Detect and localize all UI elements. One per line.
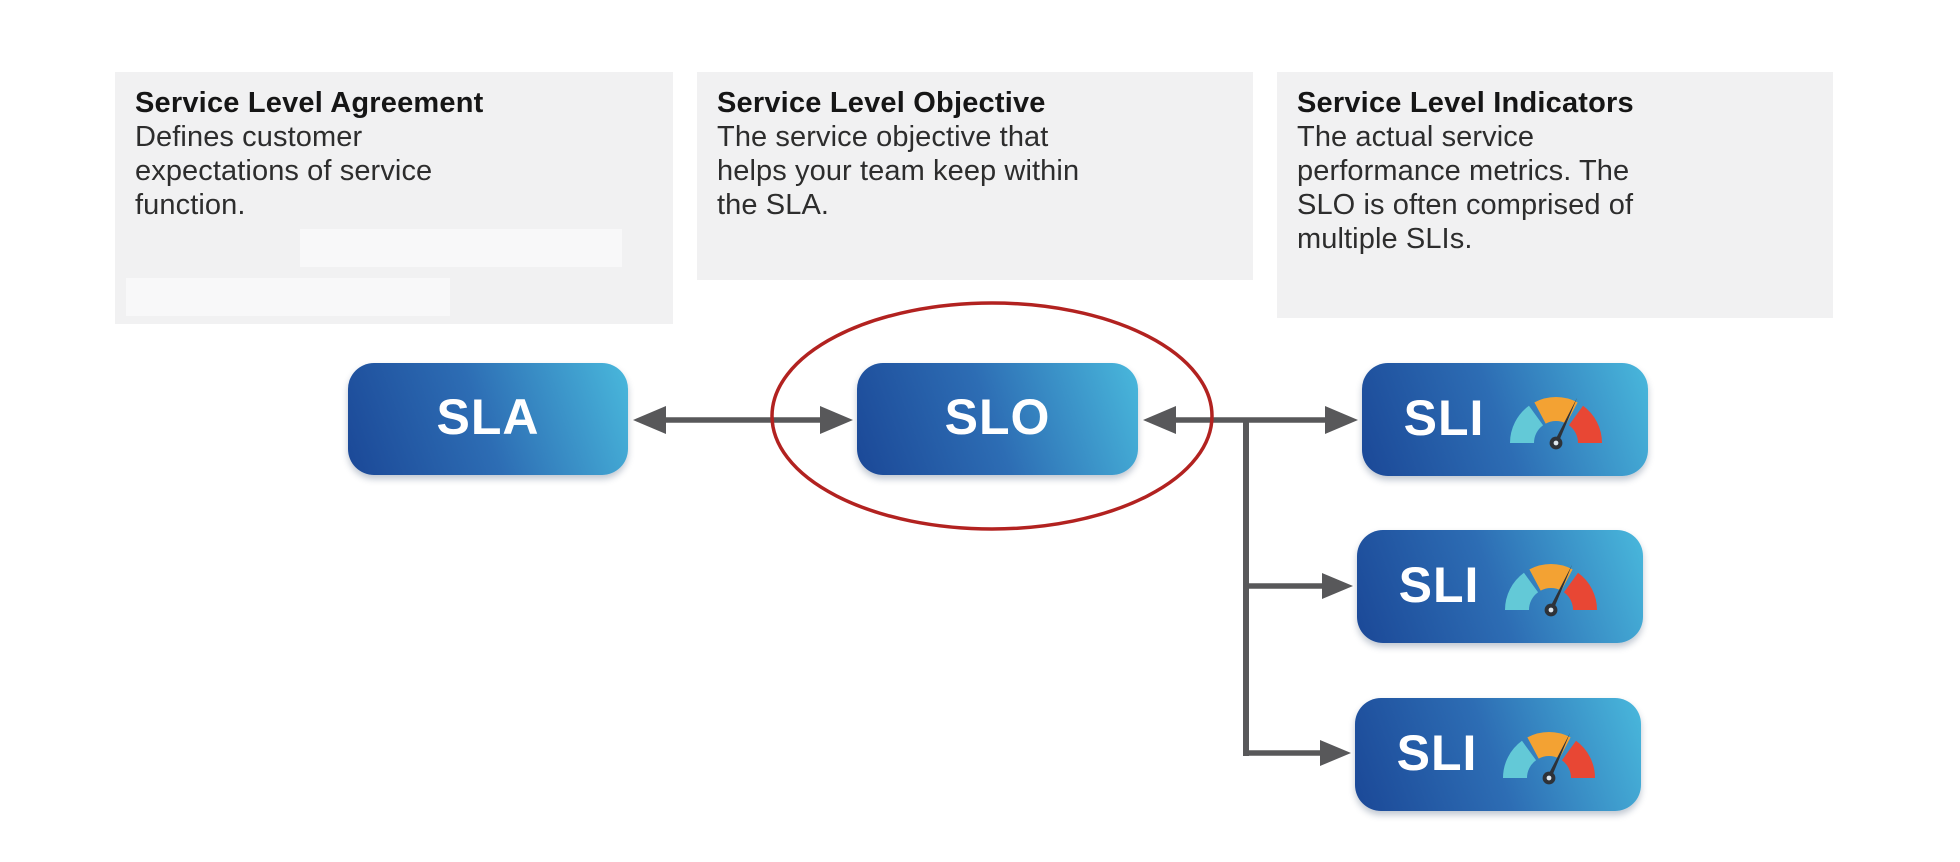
card-title: Service Level Indicators bbox=[1297, 87, 1634, 119]
node-sli-label: SLI bbox=[1396, 724, 1478, 781]
gauge-segment-red bbox=[1564, 572, 1598, 610]
arrowhead-left-icon bbox=[633, 406, 666, 434]
gauge-hub-center bbox=[1553, 440, 1559, 445]
arrowhead-left-icon bbox=[1143, 406, 1176, 434]
gauge-hub-center bbox=[1548, 607, 1554, 612]
node-sla: SLA bbox=[348, 363, 628, 475]
connector-slo-to-slis bbox=[1143, 406, 1358, 766]
node-slo: SLO bbox=[857, 363, 1138, 475]
gauge-meter-icon bbox=[1510, 396, 1603, 449]
gauge-needle bbox=[1554, 397, 1578, 444]
card-service-level-indicators: Service Level Indicators The actual serv… bbox=[1277, 72, 1833, 318]
card-body: Defines customer expectations of service… bbox=[135, 121, 433, 221]
node-sli-1: SLI bbox=[1362, 363, 1648, 476]
gauge-segment-red bbox=[1562, 740, 1596, 778]
arrowhead-right-icon bbox=[1320, 740, 1351, 766]
card-body: The actual service performance metrics. … bbox=[1297, 121, 1634, 255]
highlight-ellipse bbox=[770, 301, 1214, 531]
gauge-segment-orange bbox=[1529, 563, 1573, 591]
gauge-needle bbox=[1549, 564, 1573, 611]
card-title: Service Level Agreement bbox=[135, 87, 484, 119]
gauge-segment-teal bbox=[1510, 405, 1544, 443]
node-sli-label: SLI bbox=[1398, 556, 1480, 613]
gauge-meter-icon bbox=[1503, 731, 1596, 784]
gauge-segment-teal bbox=[1505, 572, 1539, 610]
redaction-block bbox=[300, 229, 622, 267]
card-title: Service Level Objective bbox=[717, 87, 1046, 119]
arrowhead-right-icon bbox=[1322, 573, 1353, 599]
node-sli-2: SLI bbox=[1357, 530, 1643, 643]
card-service-level-agreement: Service Level Agreement Defines customer… bbox=[115, 72, 673, 324]
arrowhead-right-icon bbox=[1325, 406, 1358, 434]
gauge-segment-red bbox=[1569, 405, 1603, 443]
gauge-segment-orange bbox=[1534, 396, 1578, 424]
gauge-hub-center bbox=[1546, 775, 1552, 780]
redaction-block bbox=[126, 278, 450, 316]
gauge-needle bbox=[1547, 732, 1571, 779]
node-sli-3: SLI bbox=[1355, 698, 1641, 811]
node-sla-label: SLA bbox=[436, 389, 540, 445]
gauge-segment-orange bbox=[1527, 731, 1571, 759]
card-service-level-objective: Service Level Objective The service obje… bbox=[697, 72, 1253, 280]
double-arrow-sla-slo bbox=[633, 406, 853, 434]
card-body: The service objective that helps your te… bbox=[717, 121, 1080, 221]
gauge-meter-icon bbox=[1505, 563, 1598, 616]
gauge-segment-teal bbox=[1503, 740, 1537, 778]
node-slo-label: SLO bbox=[944, 389, 1051, 445]
arrowhead-right-icon bbox=[820, 406, 853, 434]
node-sli-label: SLI bbox=[1403, 389, 1485, 446]
